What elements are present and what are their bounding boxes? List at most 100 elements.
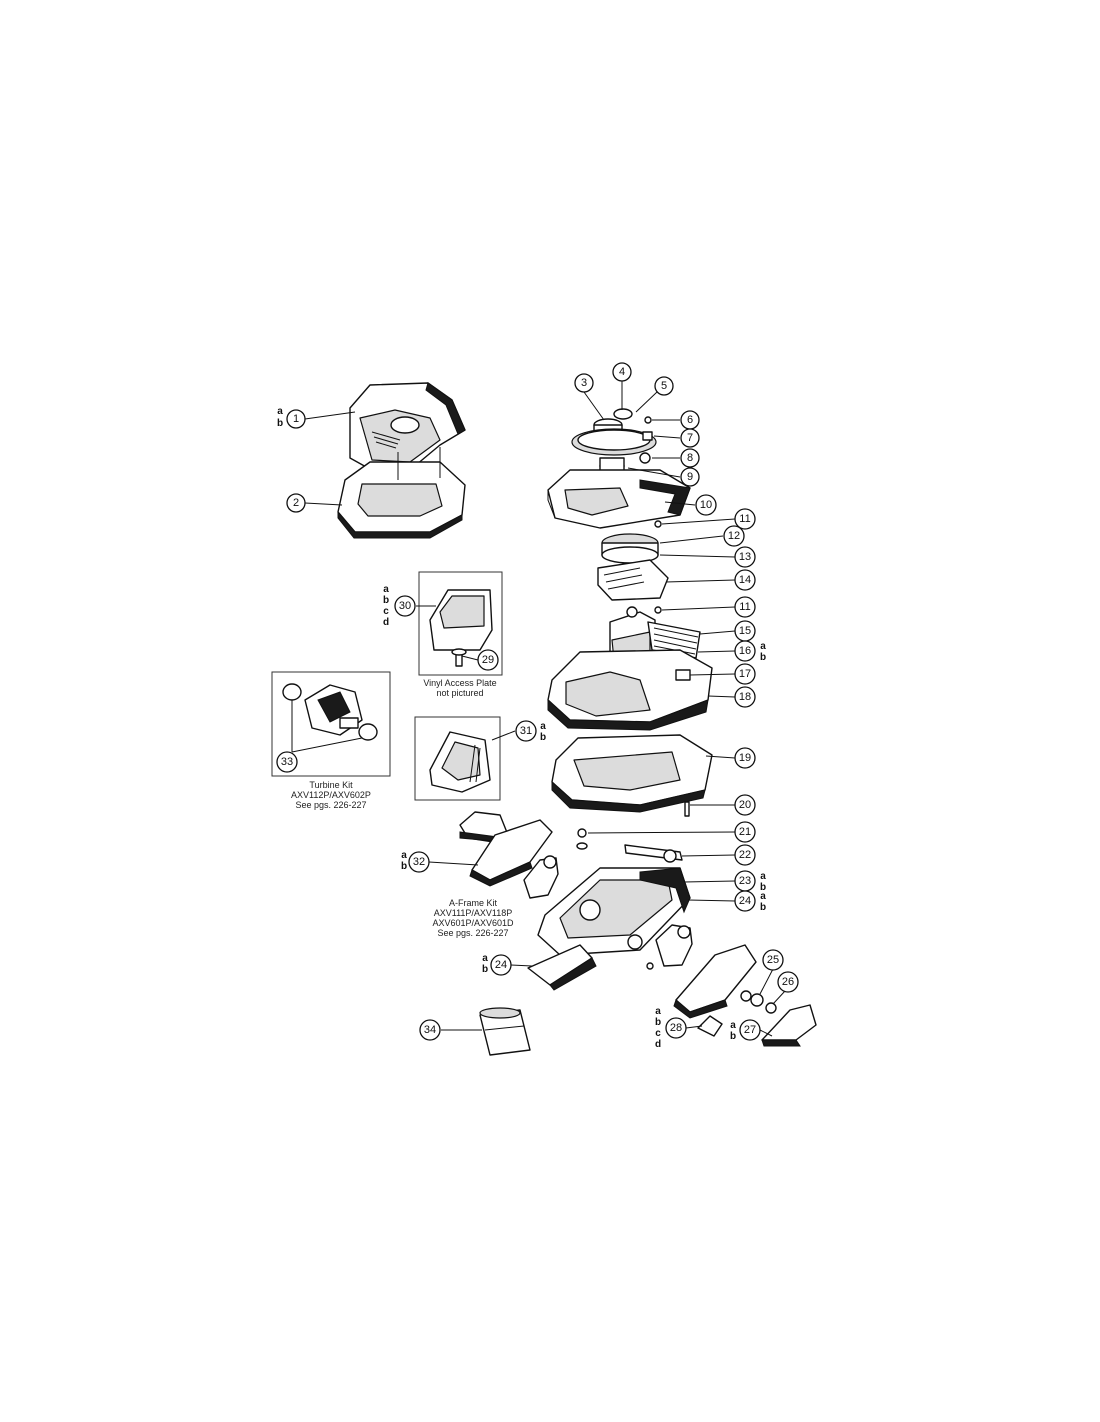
svg-text:32: 32: [413, 856, 425, 868]
callout-16: 16: [734, 640, 756, 662]
svg-text:b: b: [760, 652, 766, 663]
svg-text:17: 17: [739, 668, 751, 680]
svg-text:3: 3: [581, 377, 587, 389]
svg-text:2: 2: [293, 497, 299, 509]
svg-text:b: b: [482, 964, 488, 975]
part-gear-stack: [571, 408, 657, 477]
svg-text:29: 29: [482, 654, 494, 666]
svg-text:b: b: [540, 732, 546, 743]
part-pivot-parts: [576, 828, 683, 863]
svg-text:11: 11: [739, 513, 750, 525]
svg-text:27: 27: [744, 1024, 756, 1036]
caption-a-frame-kit: A-Frame Kit AXV111P/AXV118P AXV601P/AXV6…: [432, 898, 514, 938]
svg-text:b: b: [277, 418, 283, 429]
svg-text:22: 22: [739, 849, 751, 861]
variants-32: a b: [401, 850, 407, 872]
part-main-body: [547, 649, 713, 731]
svg-text:5: 5: [661, 380, 667, 392]
callout-27: 27: [739, 1019, 761, 1041]
callout-24-left: 24: [490, 954, 512, 976]
svg-text:13: 13: [739, 551, 751, 563]
svg-text:8: 8: [687, 452, 693, 464]
part-small-hardware: [697, 990, 777, 1037]
callout-23: 23: [734, 870, 756, 892]
svg-text:a: a: [540, 721, 546, 732]
svg-text:b: b: [401, 861, 407, 872]
svg-text:AXV601P/AXV601D: AXV601P/AXV601D: [432, 918, 514, 928]
svg-text:A-Frame Kit: A-Frame Kit: [449, 898, 498, 908]
svg-text:26: 26: [782, 976, 794, 988]
svg-text:23: 23: [739, 875, 751, 887]
svg-text:Vinyl Access Plate: Vinyl Access Plate: [423, 678, 496, 688]
callout-30: 30: [394, 595, 416, 617]
svg-text:20: 20: [739, 799, 751, 811]
callout-8: 8: [680, 448, 700, 468]
callout-34: 34: [419, 1019, 441, 1041]
variants-31: a b: [540, 721, 546, 743]
svg-text:24: 24: [739, 895, 751, 907]
svg-text:15: 15: [739, 625, 751, 637]
callout-31: 31: [515, 720, 537, 742]
callout-13: 13: [734, 546, 756, 568]
svg-text:19: 19: [739, 752, 751, 764]
svg-text:7: 7: [687, 432, 693, 444]
svg-text:a: a: [482, 953, 488, 964]
svg-text:a: a: [730, 1020, 736, 1031]
svg-text:b: b: [730, 1031, 736, 1042]
part-top-frame: [337, 447, 466, 539]
part-side-tracks: [459, 811, 817, 1047]
svg-text:4: 4: [619, 366, 625, 378]
svg-text:16: 16: [739, 645, 751, 657]
svg-text:34: 34: [424, 1024, 436, 1036]
svg-text:AXV112P/AXV602P: AXV112P/AXV602P: [291, 790, 371, 800]
svg-text:d: d: [383, 617, 389, 628]
callout-2: 2: [286, 493, 306, 513]
svg-text:a: a: [277, 406, 283, 417]
part-upper-housing: [547, 469, 691, 529]
svg-text:30: 30: [399, 600, 411, 612]
part-hose-cuff: [479, 1007, 531, 1056]
part-motor-drive: [597, 520, 669, 614]
svg-text:a: a: [401, 850, 407, 861]
variants-1: a b: [277, 406, 283, 429]
svg-text:d: d: [655, 1039, 661, 1050]
callout-5: 5: [654, 376, 674, 396]
part-top-cover: [349, 382, 466, 471]
callout-28: 28: [665, 1017, 687, 1039]
svg-text:24: 24: [495, 959, 507, 971]
svg-text:b: b: [383, 595, 389, 606]
svg-text:c: c: [655, 1028, 661, 1039]
callout-7: 7: [680, 428, 700, 448]
callout-22: 22: [734, 844, 756, 866]
variants-24-right: a b: [760, 891, 766, 913]
callout-4: 4: [612, 362, 632, 382]
callout-19: 19: [734, 747, 756, 769]
svg-text:Turbine Kit: Turbine Kit: [309, 780, 353, 790]
svg-text:31: 31: [520, 725, 532, 737]
kit-box-diffuser: [414, 716, 501, 801]
svg-text:b: b: [760, 882, 766, 893]
callout-32: 32: [408, 851, 430, 873]
callout-15: 15: [734, 620, 756, 642]
callout-17: 17: [734, 663, 756, 685]
callout-1: 1: [286, 409, 306, 429]
svg-text:a: a: [383, 584, 389, 595]
svg-text:a: a: [760, 871, 766, 882]
variants-23: a b: [760, 871, 766, 893]
part-base-plate: [551, 734, 713, 817]
caption-turbine-kit: Turbine Kit AXV112P/AXV602P See pgs. 226…: [291, 780, 371, 810]
variants-27: a b: [730, 1020, 736, 1042]
svg-text:a: a: [760, 891, 766, 902]
svg-text:a: a: [655, 1006, 661, 1017]
svg-text:25: 25: [767, 954, 779, 966]
svg-text:33: 33: [281, 756, 293, 768]
callout-11-lower: 11: [734, 596, 756, 618]
callout-9: 9: [680, 467, 700, 487]
variants-28: a b c d: [655, 1006, 661, 1050]
callout-11-upper: 11: [734, 508, 756, 530]
callout-26: 26: [777, 971, 799, 993]
callout-21: 21: [734, 821, 756, 843]
svg-text:c: c: [383, 606, 389, 617]
svg-text:12: 12: [728, 530, 740, 542]
